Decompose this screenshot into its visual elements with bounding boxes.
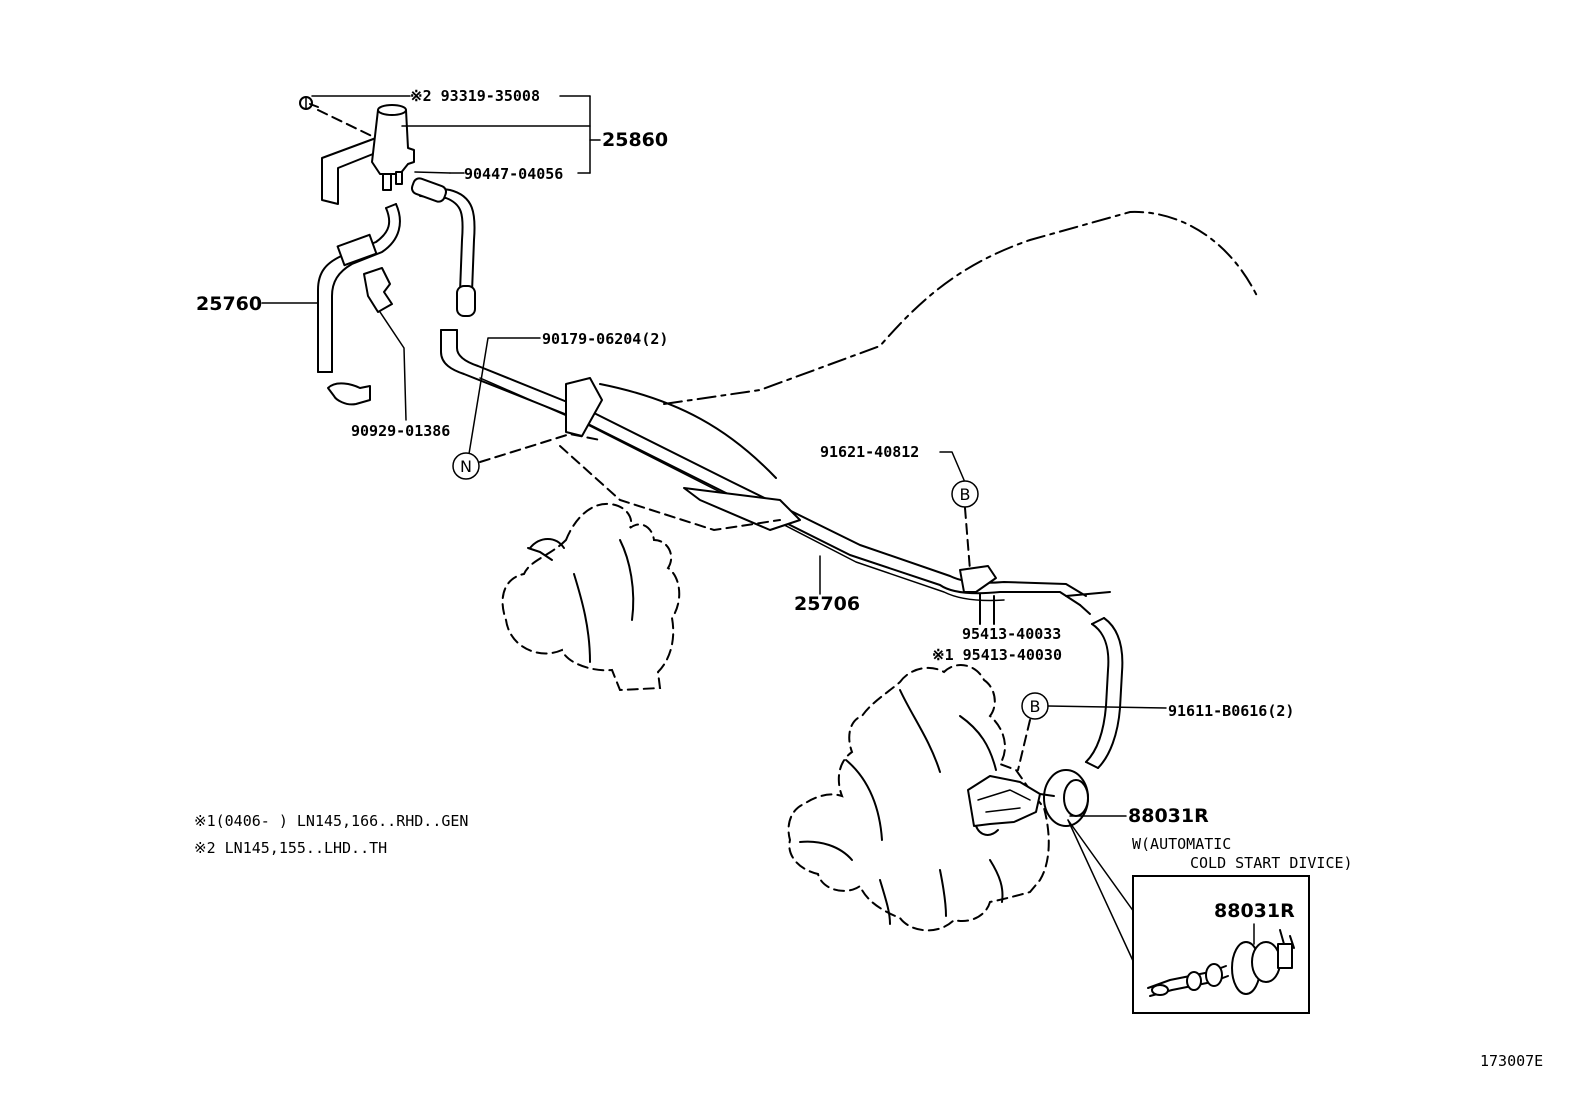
- label-25706: 25706: [794, 593, 860, 615]
- figure-code: 173007E: [1480, 1052, 1543, 1070]
- circle-marker-n: N: [452, 452, 480, 480]
- vacuum-switching-valve: [299, 96, 415, 205]
- circle-marker-b-lower: B: [1021, 692, 1049, 720]
- circle-b2-text: B: [1030, 697, 1041, 716]
- label-93319: ※2 93319-35008: [410, 87, 540, 105]
- label-91621: 91621-40812: [820, 443, 919, 461]
- hose-90447: [410, 177, 476, 317]
- label-88031r-inset: 88031R: [1214, 900, 1295, 922]
- cold-start-device-88031r: [967, 769, 1089, 836]
- circle-n-text: N: [460, 457, 472, 476]
- circle-marker-b-top: B: [951, 480, 979, 508]
- pipe-25706: [440, 329, 1111, 625]
- label-95413-40030: ※1 95413-40030: [932, 646, 1062, 664]
- screw-93319: [299, 96, 319, 110]
- label-95413-40033: 95413-40033: [962, 625, 1061, 643]
- engine-outline-left: [501, 502, 681, 692]
- label-90929: 90929-01386: [351, 422, 450, 440]
- hose-right: [1085, 617, 1124, 769]
- label-88031r-main: 88031R: [1128, 805, 1209, 827]
- hose-25760: [317, 203, 401, 373]
- circle-b1-text: B: [960, 485, 971, 504]
- label-90447: 90447-04056: [464, 165, 563, 183]
- note-2: ※2 LN145,155..LHD..TH: [194, 839, 387, 857]
- label-90179: 90179-06204(2): [542, 330, 668, 348]
- note-1: ※1(0406- ) LN145,166..RHD..GEN: [194, 812, 468, 830]
- label-91611: 91611-B0616(2): [1168, 702, 1294, 720]
- label-25760: 25760: [196, 293, 262, 315]
- clamp-90929: [363, 267, 393, 313]
- engine-outline-right: [787, 664, 1050, 932]
- label-cold-start: COLD START DIVICE): [1190, 854, 1353, 872]
- inset-box: [1132, 875, 1310, 1014]
- label-25860: 25860: [602, 129, 668, 151]
- clip-small: [327, 382, 371, 406]
- label-automatic: W(AUTOMATIC: [1132, 835, 1231, 853]
